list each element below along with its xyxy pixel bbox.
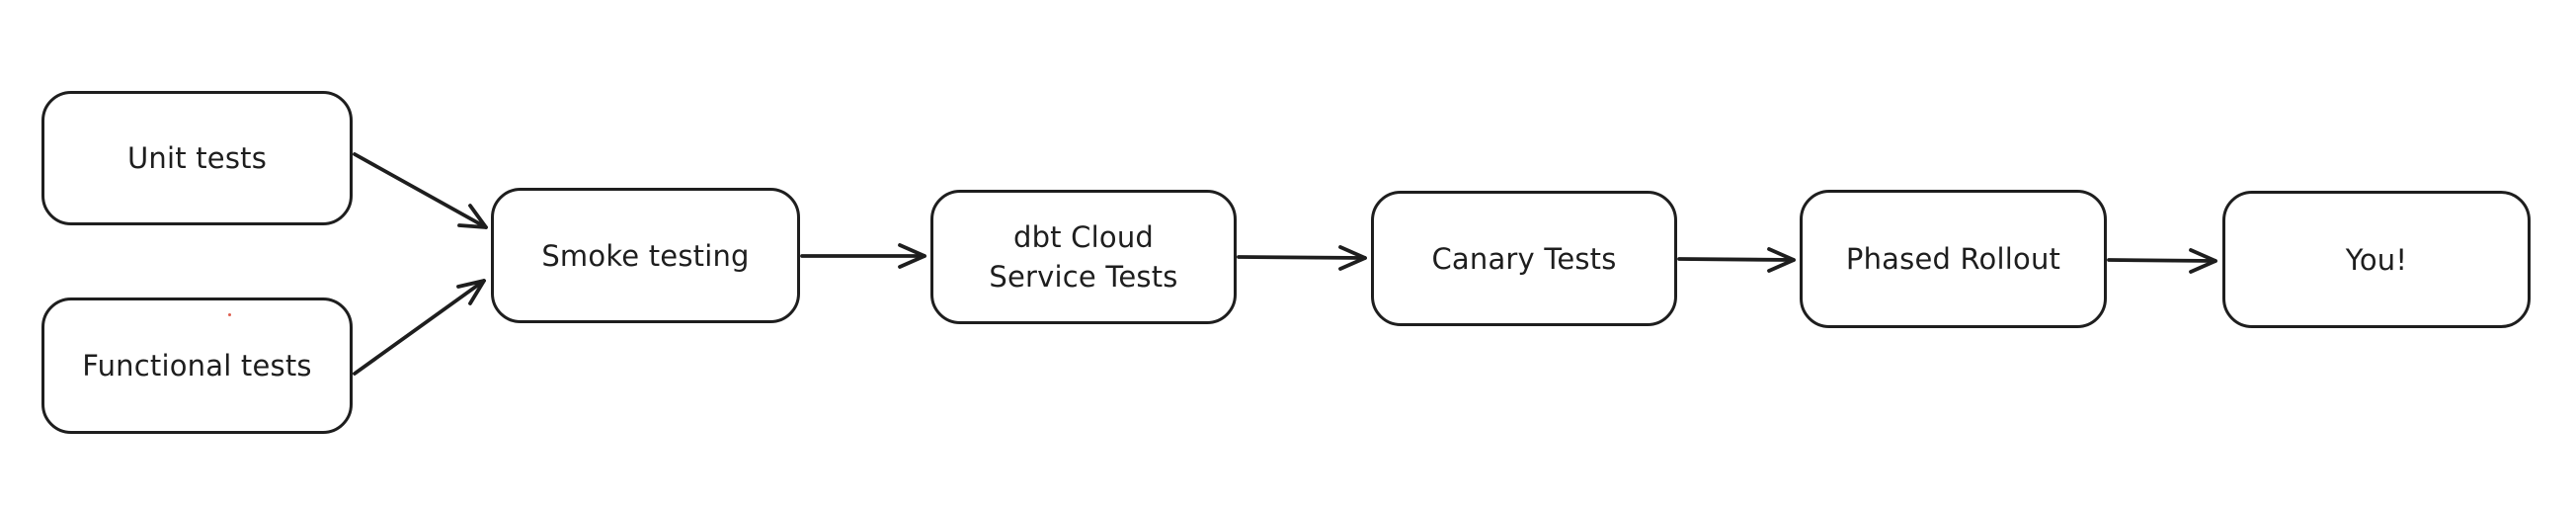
node-smoke-testing: Smoke testing	[491, 188, 800, 323]
node-functional-tests: Functional tests	[41, 298, 353, 434]
edge-unit-tests-to-smoke-testing	[353, 152, 488, 229]
node-canary-tests-label: Canary Tests	[1431, 241, 1617, 276]
stray-red-dot	[228, 313, 231, 316]
node-dbt-cloud-service-tests-label: dbt Cloud Service Tests	[989, 220, 1178, 294]
edge-smoke-testing-to-dbt-cloud-service-tests	[800, 243, 926, 269]
node-you: You!	[2222, 191, 2531, 328]
node-phased-rollout-label: Phased Rollout	[1845, 242, 2061, 276]
node-unit-tests-label: Unit tests	[126, 141, 268, 175]
node-canary-tests: Canary Tests	[1371, 191, 1677, 326]
edge-dbt-cloud-service-tests-to-canary-tests	[1237, 245, 1367, 271]
node-unit-tests: Unit tests	[41, 91, 353, 225]
node-functional-tests-label: Functional tests	[82, 349, 312, 382]
node-dbt-cloud-service-tests: dbt Cloud Service Tests	[930, 190, 1237, 324]
edge-canary-tests-to-phased-rollout	[1677, 247, 1796, 273]
node-phased-rollout: Phased Rollout	[1800, 190, 2107, 328]
node-you-label: You!	[2345, 242, 2408, 277]
edge-functional-tests-to-smoke-testing	[353, 279, 486, 376]
edge-phased-rollout-to-you	[2107, 248, 2217, 274]
node-smoke-testing-label: Smoke testing	[541, 238, 750, 273]
